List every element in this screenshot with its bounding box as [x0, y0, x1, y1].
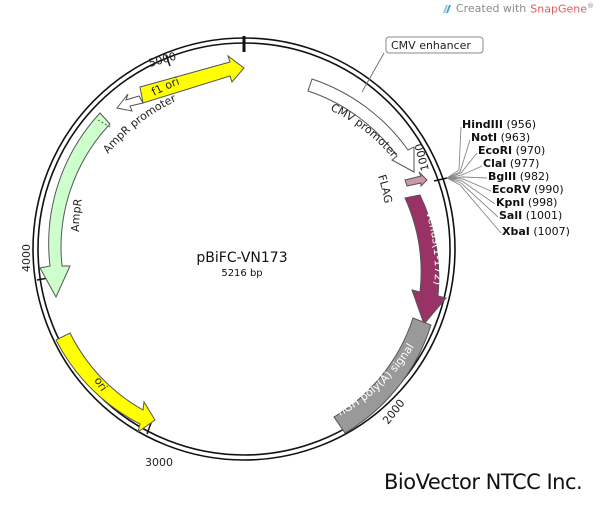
- svg-text:FLAG: FLAG: [375, 173, 394, 204]
- site-noti[interactable]: NotI (963): [471, 131, 530, 144]
- svg-text:4000: 4000: [20, 244, 33, 272]
- feature-hgh-polya[interactable]: [333, 317, 432, 434]
- feature-flag[interactable]: [404, 171, 428, 188]
- feature-ampr-promoter[interactable]: [116, 93, 144, 112]
- site-ecorv[interactable]: EcoRV (990): [492, 183, 564, 196]
- credit-mark: ®: [587, 2, 594, 10]
- svg-text:3000: 3000: [145, 456, 173, 469]
- label-cmv-enhancer: CMV enhancer: [391, 39, 471, 52]
- site-bglii[interactable]: BglII (982): [488, 170, 549, 183]
- site-clai[interactable]: ClaI (977): [483, 157, 539, 170]
- restriction-sites: HindIII (956) NotI (963) EcoRI (970) Cla…: [462, 118, 570, 238]
- label-ampr: AmpR: [69, 197, 85, 232]
- credit-brand: SnapGene: [530, 2, 587, 16]
- svg-text:5000: 5000: [147, 50, 177, 70]
- site-sali[interactable]: SalI (1001): [499, 209, 562, 222]
- feature-f1-ori[interactable]: [139, 54, 245, 104]
- label-flag: FLAG: [375, 173, 394, 204]
- site-hindiii[interactable]: HindIII (956): [462, 118, 536, 131]
- feature-venus[interactable]: [404, 194, 447, 325]
- feature-ori[interactable]: [55, 332, 156, 434]
- cmv-enhancer-leader: [361, 52, 385, 93]
- backbone-outer: [32, 37, 456, 461]
- site-xbai[interactable]: XbaI (1007): [502, 225, 570, 238]
- svg-text:AmpR: AmpR: [69, 197, 85, 232]
- feature-ampr[interactable]: [39, 112, 111, 299]
- cmv-enhancer-box: [385, 36, 484, 54]
- plasmid-size: 5216 bp: [221, 268, 262, 279]
- plasmid-name: pBiFC-VN173: [196, 250, 287, 266]
- feature-cmv[interactable]: [307, 78, 415, 173]
- site-ecori[interactable]: EcoRI (970): [478, 144, 545, 157]
- company-name: BioVector NTCC Inc.: [384, 470, 583, 494]
- credit-prefix: Created with: [455, 2, 527, 16]
- site-kpni[interactable]: KpnI (998): [496, 196, 557, 209]
- tick-5000: 5000: [147, 50, 177, 70]
- snapgene-logo-icon: [442, 4, 451, 13]
- site-leaders: [446, 126, 502, 234]
- tick-3000: 3000: [145, 422, 173, 469]
